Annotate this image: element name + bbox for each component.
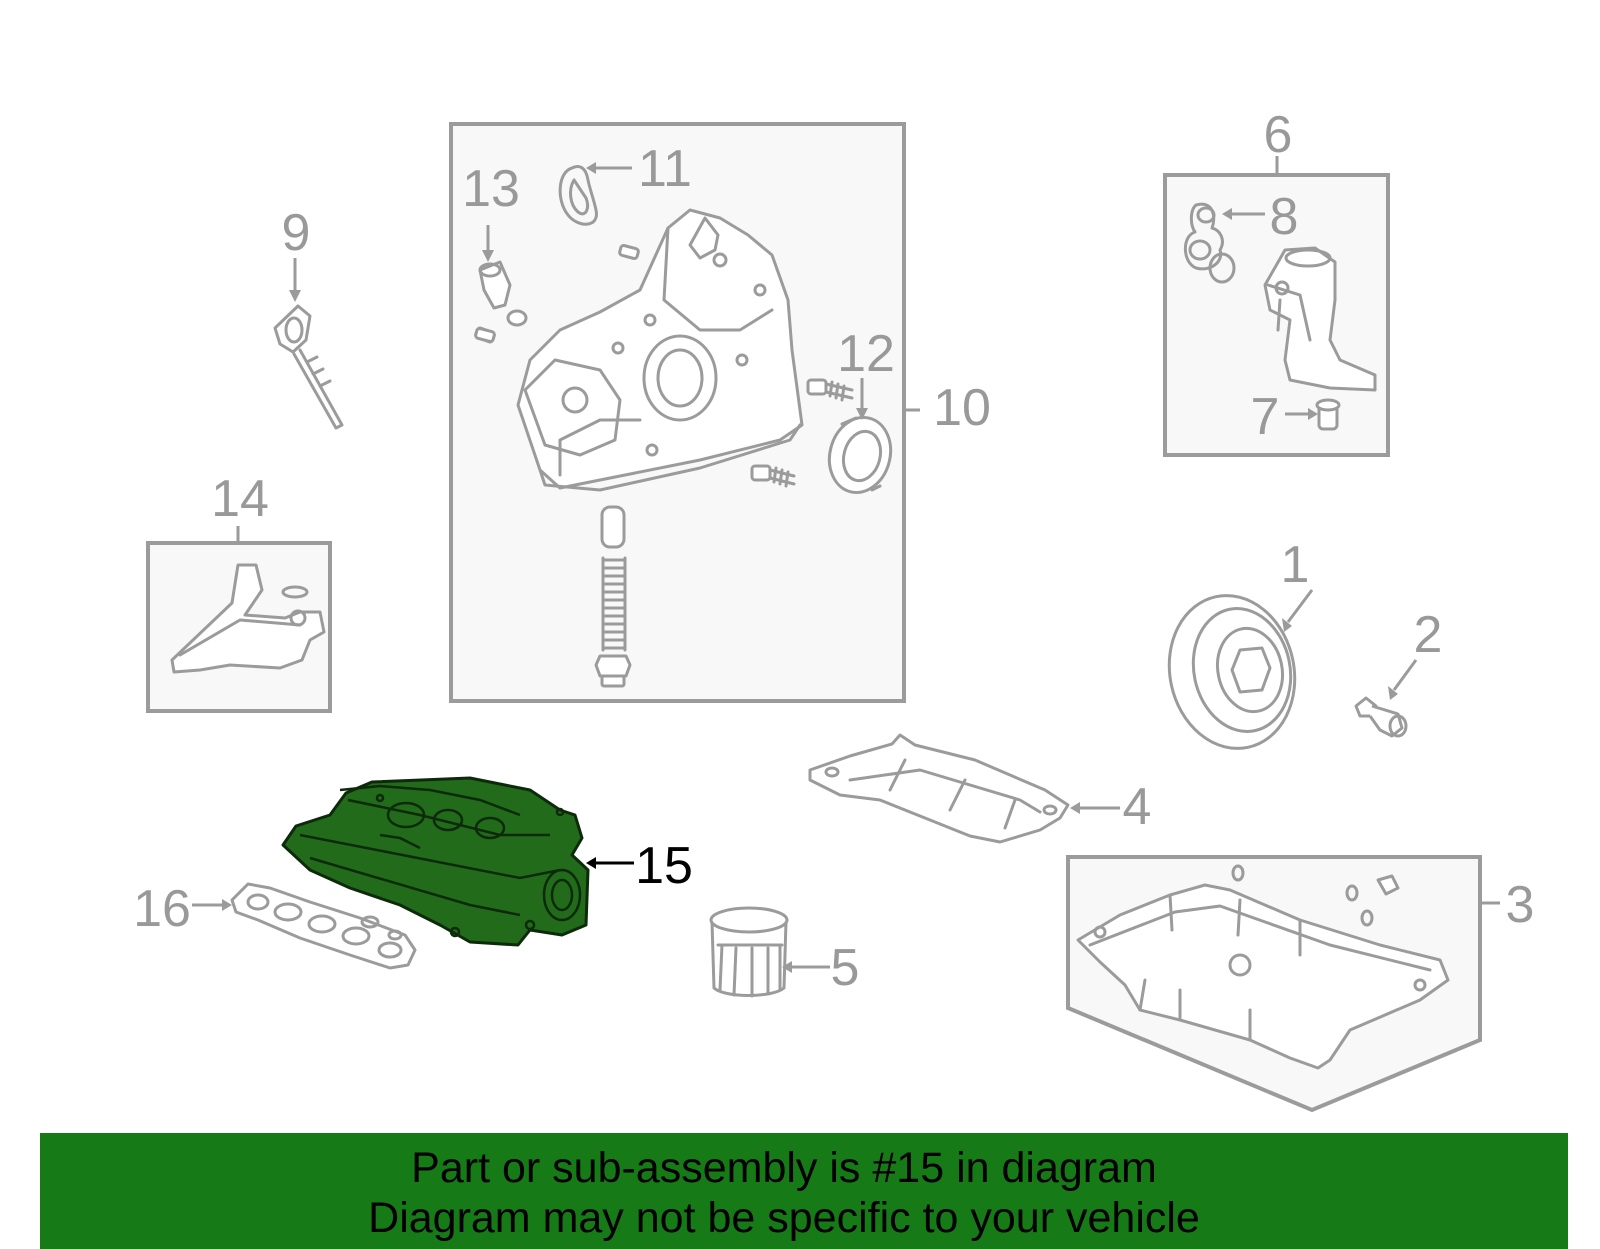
callout-2: 2 bbox=[1414, 606, 1443, 664]
dipstick-part[interactable] bbox=[273, 304, 344, 430]
info-banner: Part or sub-assembly is #15 in diagram D… bbox=[40, 1133, 1568, 1249]
oil-strainer-part[interactable] bbox=[170, 563, 326, 674]
arrow-11 bbox=[586, 162, 596, 174]
callout-10: 10 bbox=[933, 379, 991, 437]
manifold-gasket-part[interactable] bbox=[230, 882, 417, 970]
oil-seal-part[interactable] bbox=[821, 411, 899, 500]
arrow-13 bbox=[482, 250, 494, 262]
callout-8: 8 bbox=[1270, 188, 1299, 246]
arrow-12 bbox=[856, 408, 868, 420]
callout-3: 3 bbox=[1506, 876, 1535, 934]
relief-valve bbox=[594, 505, 632, 688]
arrow-9 bbox=[289, 290, 301, 302]
callout-6: 6 bbox=[1264, 106, 1293, 164]
callout-11: 11 bbox=[638, 140, 692, 198]
pump-bolt-lower bbox=[750, 464, 796, 488]
callout-15: 15 bbox=[635, 837, 693, 895]
arrow-16 bbox=[222, 899, 232, 911]
baffle-plate-part[interactable] bbox=[808, 733, 1070, 844]
arrow-7 bbox=[1308, 408, 1318, 420]
callout-14: 14 bbox=[211, 470, 269, 528]
pulley-bolt-part[interactable] bbox=[1354, 696, 1408, 738]
callout-5: 5 bbox=[831, 939, 860, 997]
callout-13: 13 bbox=[462, 160, 520, 218]
pump-bolt-upper bbox=[806, 378, 854, 402]
crank-pulley-part[interactable] bbox=[1155, 584, 1308, 760]
arrow-4 bbox=[1070, 802, 1080, 814]
leader-1 bbox=[1286, 589, 1314, 623]
callout-9: 9 bbox=[282, 204, 311, 262]
callout-12: 12 bbox=[837, 325, 895, 383]
arrow-8 bbox=[1222, 208, 1232, 220]
oil-pump-part[interactable] bbox=[516, 208, 804, 492]
oil-filter-part[interactable] bbox=[709, 906, 789, 998]
oil-pan-part[interactable] bbox=[1076, 864, 1450, 1070]
leader-2 bbox=[1392, 659, 1418, 691]
o-ring-part[interactable] bbox=[558, 165, 598, 226]
filter-gasket-part[interactable] bbox=[1183, 202, 1236, 284]
callout-4: 4 bbox=[1123, 778, 1152, 836]
intake-manifold-part[interactable] bbox=[281, 776, 590, 947]
arrow-15 bbox=[586, 857, 596, 869]
arrow-5 bbox=[782, 961, 792, 973]
callout-1: 1 bbox=[1281, 536, 1310, 594]
banner-line-disclaimer: Diagram may not be specific to your vehi… bbox=[368, 1194, 1200, 1242]
filter-plug-part[interactable] bbox=[1315, 398, 1341, 431]
callout-16: 16 bbox=[133, 880, 191, 938]
arrow-2 bbox=[1388, 686, 1398, 700]
banner-line-part-number: Part or sub-assembly is #15 in diagram bbox=[411, 1144, 1157, 1192]
filter-housing-part[interactable] bbox=[1263, 246, 1377, 392]
dowel-pins bbox=[474, 244, 640, 343]
callout-7: 7 bbox=[1251, 388, 1280, 446]
arrow-1 bbox=[1282, 618, 1292, 632]
